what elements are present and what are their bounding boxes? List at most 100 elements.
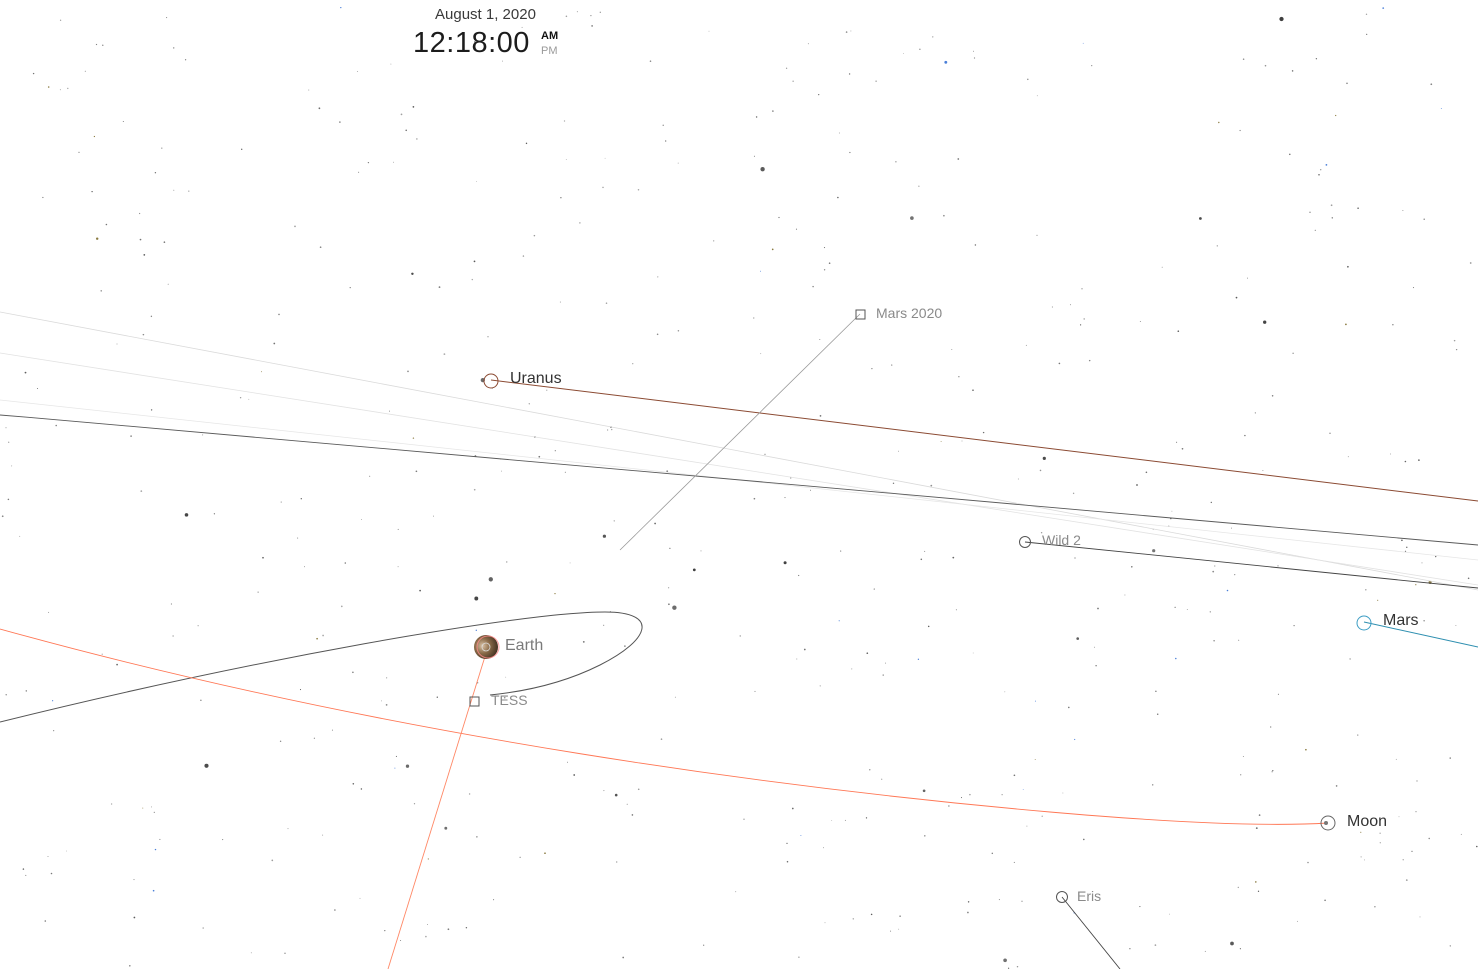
star xyxy=(1237,886,1239,889)
star xyxy=(471,278,474,281)
star xyxy=(116,343,118,345)
star xyxy=(1242,755,1244,758)
star xyxy=(1402,859,1404,861)
moon-marker-icon[interactable] xyxy=(1320,815,1336,831)
star xyxy=(576,11,578,13)
star xyxy=(669,547,671,549)
uranus-marker-icon[interactable] xyxy=(483,373,499,389)
mars-marker-icon[interactable] xyxy=(1356,615,1372,631)
star xyxy=(19,535,21,537)
star xyxy=(1382,7,1385,9)
star xyxy=(798,574,800,577)
uranus-label[interactable]: Uranus xyxy=(510,370,562,387)
star xyxy=(284,952,286,954)
star xyxy=(1423,218,1425,221)
star xyxy=(795,228,798,230)
star xyxy=(52,700,54,702)
star xyxy=(397,528,399,530)
star xyxy=(1379,832,1381,834)
star xyxy=(1395,758,1397,760)
star xyxy=(538,455,541,458)
star xyxy=(564,471,566,473)
star xyxy=(250,952,252,954)
star xyxy=(110,803,113,805)
star xyxy=(427,924,429,926)
star xyxy=(101,653,103,655)
star xyxy=(1430,83,1433,86)
star xyxy=(1421,562,1423,564)
star xyxy=(394,767,396,769)
star xyxy=(1467,577,1470,580)
star xyxy=(1069,304,1072,306)
mars-2020-label[interactable]: Mars 2020 xyxy=(876,305,943,321)
moon-label[interactable]: Moon xyxy=(1347,813,1388,830)
star xyxy=(960,797,963,799)
pm-toggle[interactable]: PM xyxy=(541,45,558,57)
star xyxy=(476,836,478,838)
wild-2-marker-icon[interactable] xyxy=(1019,536,1031,548)
star xyxy=(662,124,664,126)
time-label[interactable]: 12:18:00 xyxy=(413,27,530,59)
star xyxy=(7,498,10,501)
star xyxy=(1406,546,1408,548)
mars-2020-marker-icon[interactable] xyxy=(855,309,866,320)
earth-orbit-line xyxy=(0,611,643,723)
am-toggle[interactable]: AM xyxy=(541,30,559,42)
star xyxy=(1363,859,1365,861)
star xyxy=(930,484,933,487)
mars-label[interactable]: Mars xyxy=(1383,612,1419,629)
star xyxy=(783,561,787,565)
star xyxy=(1357,207,1359,209)
tess-marker-icon[interactable] xyxy=(469,696,480,707)
star xyxy=(533,234,536,237)
star xyxy=(1309,211,1311,213)
star xyxy=(1262,469,1264,471)
star xyxy=(1083,838,1085,841)
star xyxy=(951,349,953,351)
star xyxy=(1214,565,1216,567)
star xyxy=(139,238,142,241)
star xyxy=(55,424,57,427)
star xyxy=(59,89,61,91)
star xyxy=(865,817,868,819)
star xyxy=(1082,42,1084,44)
star xyxy=(1156,713,1159,715)
earth-planet-icon[interactable] xyxy=(474,635,500,659)
star xyxy=(1238,639,1240,641)
star xyxy=(1257,890,1260,892)
star xyxy=(1154,944,1157,946)
star xyxy=(1324,899,1326,902)
eris-marker-icon[interactable] xyxy=(1056,891,1068,903)
star xyxy=(1231,527,1232,529)
star xyxy=(154,172,157,174)
star xyxy=(848,73,851,75)
star xyxy=(59,19,62,21)
earth-label[interactable]: Earth xyxy=(505,637,544,654)
star xyxy=(386,677,388,679)
star xyxy=(771,248,774,251)
eris-orbit-line xyxy=(1061,896,1121,969)
star xyxy=(427,858,429,860)
star xyxy=(1435,555,1437,558)
star xyxy=(152,889,155,892)
star xyxy=(1264,64,1267,67)
star xyxy=(468,793,471,795)
star xyxy=(1455,624,1457,626)
wild-2-label[interactable]: Wild 2 xyxy=(1042,532,1081,548)
star xyxy=(1390,453,1391,455)
star xyxy=(1272,769,1274,772)
star xyxy=(1296,920,1298,922)
star xyxy=(973,50,974,52)
star xyxy=(416,138,418,140)
star xyxy=(1440,108,1442,110)
tess-label[interactable]: TESS xyxy=(491,692,528,708)
star xyxy=(599,11,601,13)
star xyxy=(280,501,282,503)
star xyxy=(1068,706,1070,709)
star xyxy=(1318,174,1320,176)
eris-label[interactable]: Eris xyxy=(1077,888,1102,904)
star xyxy=(785,67,788,69)
star xyxy=(142,807,144,809)
